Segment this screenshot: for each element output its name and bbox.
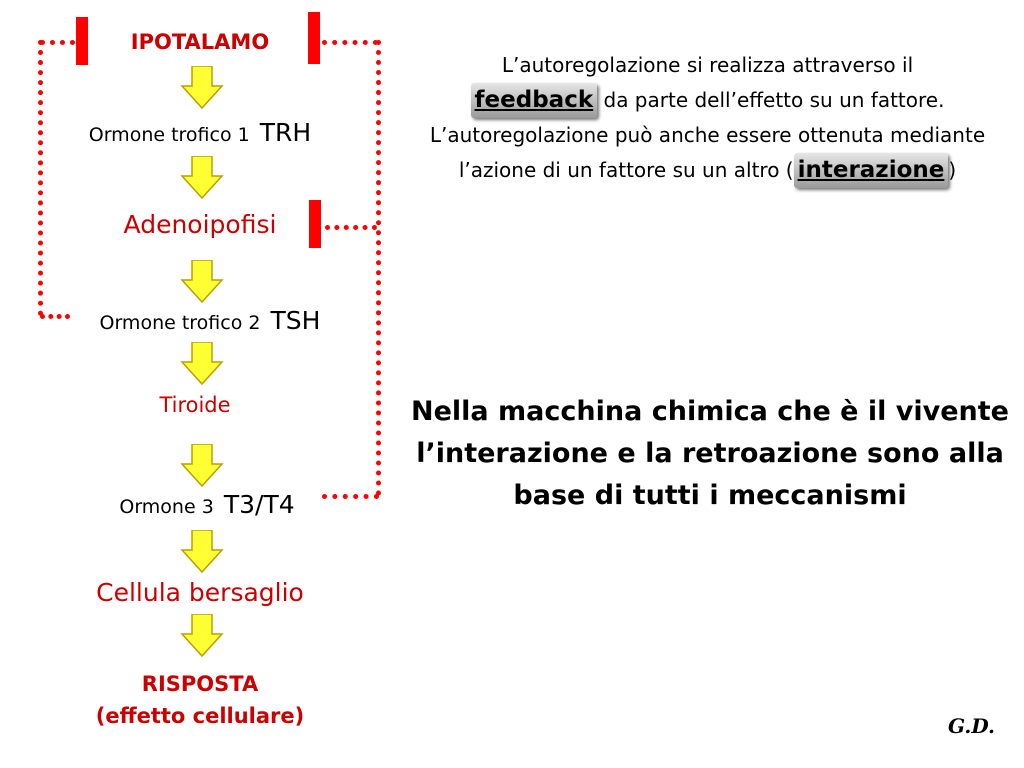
feedback-line [38, 40, 43, 316]
conclusion-text: Nella macchina chimica che è il vivente … [411, 396, 1009, 511]
feedback-line [322, 494, 379, 499]
hormone1-node: Ormone trofico 1 TRH [50, 118, 350, 147]
p1-close: ) [948, 158, 957, 182]
author-signature: G.D. [948, 714, 995, 738]
signature-text: G.D. [948, 714, 995, 738]
hormone3-code: T3/T4 [223, 490, 295, 519]
response-label: RISPOSTA [141, 672, 259, 696]
target-cell-label: Cellula bersaglio [96, 578, 304, 607]
arrow-down-icon [180, 342, 224, 386]
hypothalamus-node: IPOTALAMO [50, 30, 350, 54]
feedback-line [322, 40, 378, 45]
p1-part1: L’autoregolazione si realizza attraverso… [501, 53, 914, 77]
conclusion-paragraph: Nella macchina chimica che è il vivente … [405, 391, 1015, 517]
feedback-line [40, 314, 70, 319]
feedback-line [376, 40, 381, 496]
hormone1-code: TRH [259, 118, 312, 147]
p1-part3: L’autoregolazione può anche essere otten… [429, 123, 986, 182]
feedback-paragraph: L’autoregolazione si realizza attraverso… [400, 48, 1015, 188]
p1-part2: da parte dell’effetto su un fattore. [597, 88, 945, 112]
response-sub-label: (effetto cellulare) [95, 704, 305, 728]
target-cell-node: Cellula bersaglio [50, 578, 350, 607]
response-node: RISPOSTA (effetto cellulare) [50, 668, 350, 732]
hormone3-label: Ormone 3 [119, 496, 214, 518]
inhibition-bar [76, 17, 88, 65]
arrow-down-icon [180, 66, 224, 110]
hormone1-label: Ormone trofico 1 [88, 124, 250, 146]
adenohypophysis-label: Adenoipofisi [123, 210, 277, 239]
inhibition-bar [309, 200, 321, 248]
feedback-term: feedback [470, 83, 598, 118]
arrow-down-icon [180, 614, 224, 658]
adenohypophysis-node: Adenoipofisi [50, 210, 350, 239]
feedback-line [325, 225, 377, 230]
thyroid-node: Tiroide [45, 393, 345, 417]
inhibition-bar [308, 12, 320, 64]
arrow-down-icon [180, 260, 224, 304]
arrow-down-icon [180, 530, 224, 574]
arrow-down-icon [180, 156, 224, 200]
hormone3-node: Ormone 3 T3/T4 [57, 490, 357, 519]
feedback-line [40, 40, 75, 45]
hypothalamus-label: IPOTALAMO [130, 30, 270, 54]
thyroid-label: Tiroide [159, 393, 231, 417]
hormone2-code: TSH [270, 306, 321, 335]
arrow-down-icon [180, 444, 224, 488]
hormone2-node: Ormone trofico 2 TSH [60, 306, 360, 335]
hormone2-label: Ormone trofico 2 [99, 312, 261, 334]
interazione-term: interazione [793, 153, 949, 188]
